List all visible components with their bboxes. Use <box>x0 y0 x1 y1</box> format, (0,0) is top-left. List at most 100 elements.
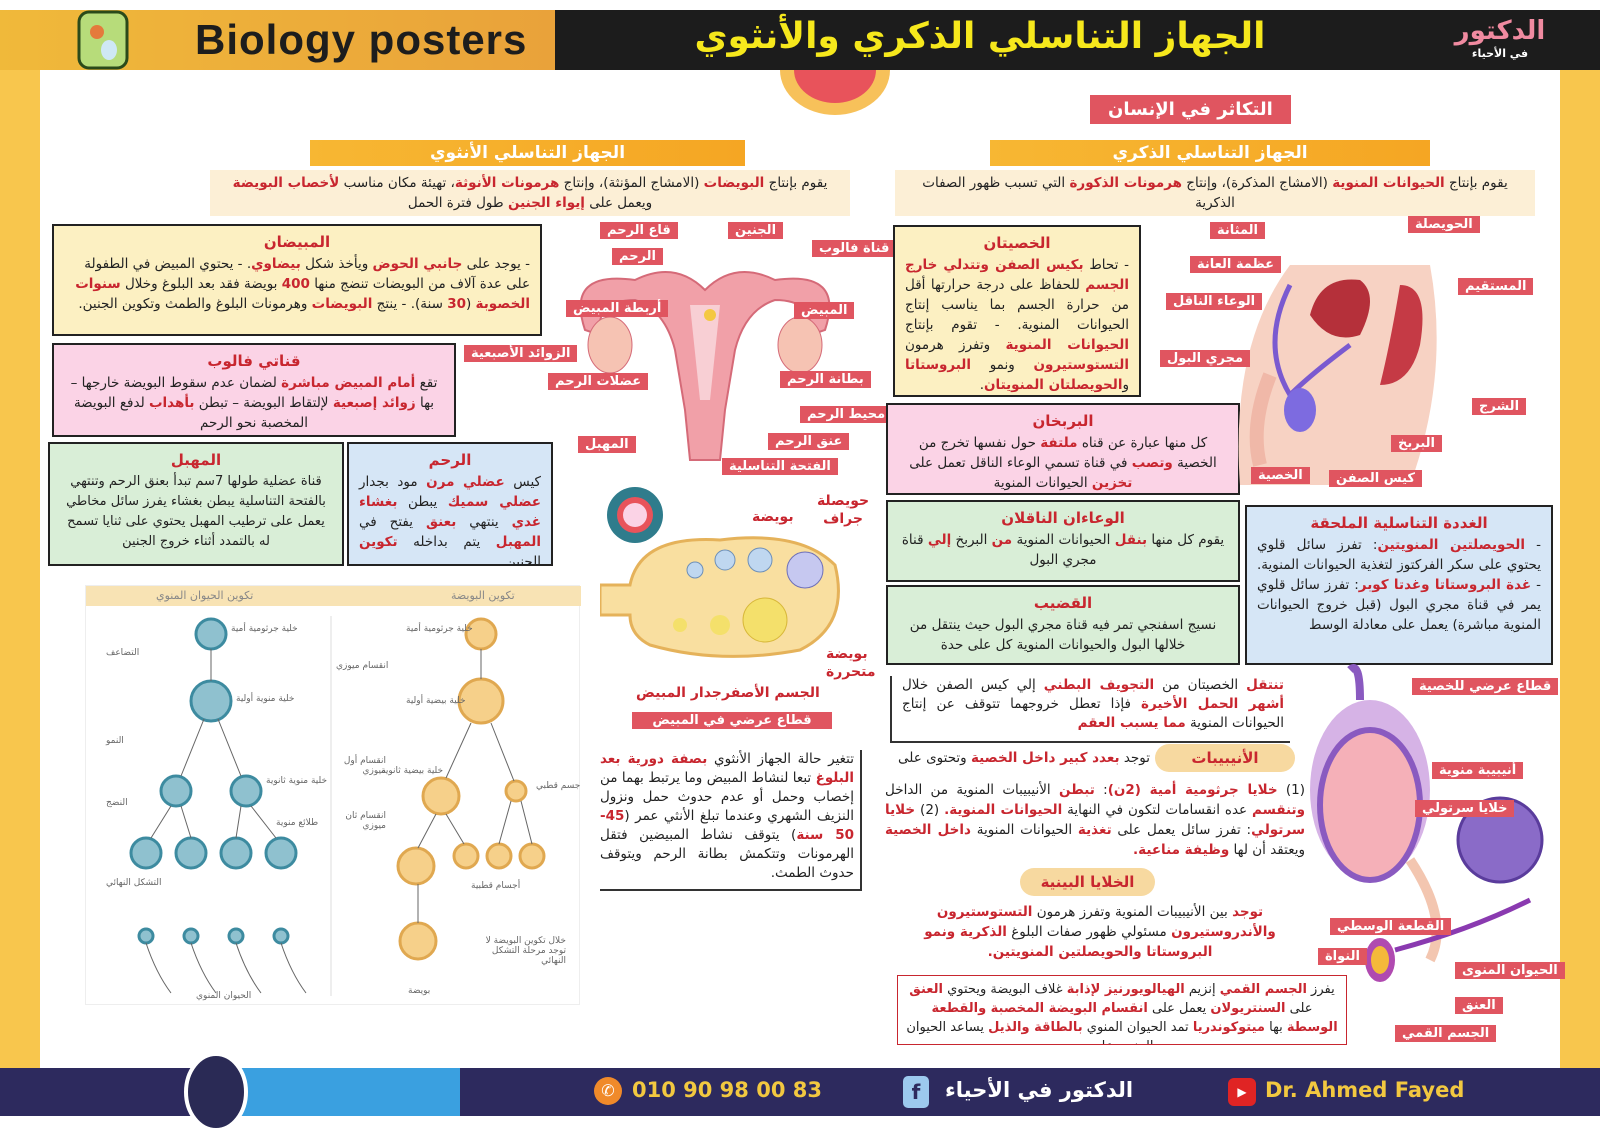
sperm-label-1: خلية منوية أولية <box>236 694 295 704</box>
vagina-title: المهبل <box>170 451 222 469</box>
text-segment: لدفع البويضة المخصبة نحو الرحم <box>73 395 309 431</box>
highlighted-term: غدة البروستاتا وغدتا كوبر <box>1358 577 1532 593</box>
text-segment: مسئولي ظهور صفات البلوغ <box>1006 924 1172 940</box>
ovaries-title: المبيضان <box>263 233 331 251</box>
highlighted-term: البروستاتا <box>905 357 971 373</box>
text-segment: - تحاط <box>1083 257 1129 273</box>
highlighted-term: 400 <box>281 276 310 292</box>
text-segment: يقوم بإنتاج <box>764 175 828 191</box>
sperm-label-4: التشكل النهائي <box>106 878 162 888</box>
highlighted-term: تخزين <box>1091 475 1133 491</box>
highlighted-term: داخل الخصية <box>885 822 971 838</box>
footer-facebook[interactable]: الدكتور في الأحياء <box>945 1078 1134 1102</box>
highlighted-term: من <box>991 532 1013 548</box>
text-segment: حول نفسها تخرج من الخصية <box>918 435 1217 471</box>
highlighted-term: وتنقسم <box>1252 802 1306 818</box>
highlighted-term: زوائد إصبعية <box>332 395 416 411</box>
label-anus: الشرج <box>1472 398 1527 415</box>
highlighted-term: تبطن <box>1058 782 1095 798</box>
sperm-label-3: طلائع منوية <box>276 818 319 828</box>
highlighted-term: إلي <box>927 532 952 548</box>
label-seminiferous-tubule: أنيبيبة منوية <box>1432 762 1524 779</box>
text-segment: الخصيتان من <box>1154 677 1247 693</box>
testis-section-diagram <box>1310 664 1544 982</box>
highlighted-term: الحيوانات المنوية. <box>944 802 1063 818</box>
penis-box: القضيب نسيج اسفنجي تمر فيه قناة مجري البو… <box>886 585 1240 665</box>
text-segment: تتغير حالة الجهاز الأنثوي <box>707 751 854 767</box>
label-fetus: الجنين <box>728 222 784 239</box>
highlighted-term: عضلي <box>463 474 505 490</box>
text-segment: : تفرز سائل يعمل على <box>1111 822 1252 838</box>
tubules-lead: توجد بعدد كبير داخل الخصية وتحتوى على <box>885 750 1150 766</box>
highlighted-term: انقسام البويضة المخصبة والقطعة الوسطة <box>931 1001 1338 1035</box>
egg-label-2: خلية بيضية ثانوية <box>381 766 444 776</box>
phase-multiplication: التضاعف <box>106 648 140 658</box>
text-segment: الحيوانات المنوية <box>993 475 1092 491</box>
penis-title: القضيب <box>1033 594 1093 612</box>
label-perimetrium: محيط الرحم <box>800 406 893 423</box>
female-intro: يقوم بإنتاج البويضات (الامشاج المؤنثة)، … <box>210 170 850 216</box>
highlighted-term: العنق <box>909 982 943 997</box>
text-segment: كيس <box>504 474 541 490</box>
footer-phone[interactable]: 010 90 98 00 83 <box>632 1078 822 1102</box>
division-meiosis-1: انقسام أول ميوزي <box>343 756 386 776</box>
vagina-text: قناة عضلية طولها 7سم تبدأ بعنق الرحم وتن… <box>60 472 332 552</box>
egg-label-6: خلال تكوين البويضة لا توجد مرحلة التشكل … <box>485 936 566 966</box>
male-anatomy-diagram <box>1238 265 1437 485</box>
sperm-formation-title: تكوين الحيوان المنوي <box>156 589 254 602</box>
ovaries-text: - يوجد على جانبي الحوض ويأخذ شكل بيضاوي.… <box>64 254 530 314</box>
label-sertoli-cells: خلايا سرتولي <box>1415 800 1515 817</box>
highlighted-term: تغذية <box>1077 822 1112 838</box>
label-epididymis: البربخ <box>1391 435 1442 452</box>
right-side-strip <box>1560 70 1600 1070</box>
highlighted-term: بعدد كبير داخل الخصية <box>970 750 1120 766</box>
highlighted-term: الحيوانات المنوية <box>1332 175 1445 191</box>
highlighted-term: التجويف البطني <box>1043 677 1155 693</box>
text-segment: يقوم كل منها <box>1147 532 1225 548</box>
tubules-title: الأنيبيبات <box>1155 744 1295 772</box>
uterus-text: كيس عضلي مرن مود بجدار عضلي سميك يبطن بغ… <box>359 472 541 566</box>
highlighted-term: بغشاء غدي <box>359 494 541 530</box>
text-segment: يعمل على <box>1147 1001 1211 1016</box>
male-intro: يقوم بإنتاج الحيوانات المنوية (الامشاج ا… <box>895 170 1535 216</box>
label-ovary: المبيض <box>794 302 855 319</box>
phase-maturation: النضج <box>106 798 128 808</box>
text-segment: بها <box>1264 1020 1287 1035</box>
label-endometrium: بطانة الرحم <box>780 371 871 388</box>
highlighted-term: البويضات <box>703 175 765 191</box>
footer-youtube[interactable]: Dr. Ahmed Fayed <box>1265 1078 1465 1102</box>
text-segment: (2) <box>915 802 945 818</box>
highlighted-term: الحيوانات المنوية <box>1005 337 1130 353</box>
label-bladder: المثانة <box>1210 222 1266 239</box>
highlighted-term: أمام المبيض مباشرة <box>281 375 416 391</box>
uterus-title: الرحم <box>428 451 472 469</box>
label-fallopian-tube: قناة فالوب <box>812 240 897 257</box>
fallopian-title: قناتي فالوب <box>207 352 301 370</box>
text-segment: وتحتوى على <box>898 750 971 766</box>
highlighted-term: بيضاوي <box>251 256 301 272</box>
egg-label-0: خلية جرثومية أمية <box>406 624 473 634</box>
male-heading: الجهاز التناسلي الذكري <box>990 140 1430 166</box>
text-segment: الأنيبيبات المنوية من الداخل <box>885 782 1059 798</box>
text-segment: الجنين <box>505 554 541 566</box>
uterus-box: الرحم كيس عضلي مرن مود بجدار عضلي سميك يب… <box>347 442 553 566</box>
text-segment: : <box>1094 782 1108 798</box>
text-segment: غلاف البويضة ويحتوي <box>942 982 1067 997</box>
label-ovum: بويضة <box>752 509 794 525</box>
text-segment: طول فترة الحمل <box>407 195 508 211</box>
text-segment: نسيج اسفنجي تمر فيه قناة مجري البول حيث … <box>909 617 1217 653</box>
fetus-icon <box>607 487 663 543</box>
vagina-box: المهبل قناة عضلية طولها 7سم تبدأ بعنق الر… <box>48 442 344 566</box>
highlighted-term: ملتفة <box>1040 435 1078 451</box>
label-fundus: قاع الرحم <box>600 222 678 239</box>
label-genital-opening: الفتحة التناسلية <box>722 458 838 475</box>
text-segment: وهرمونات البلوغ والطمث وتكوين الجنين. <box>78 296 312 312</box>
footer: ✆ 010 90 98 00 83 f الدكتور في الأحياء ▶… <box>0 1052 1600 1132</box>
text-segment: ويأخذ شكل <box>300 256 373 272</box>
text-segment: - <box>1524 537 1541 553</box>
label-neck: العنق <box>1455 997 1503 1014</box>
penis-text: نسيج اسفنجي تمر فيه قناة مجري البول حيث … <box>898 615 1228 655</box>
text-segment: ويعمل على <box>584 195 653 211</box>
